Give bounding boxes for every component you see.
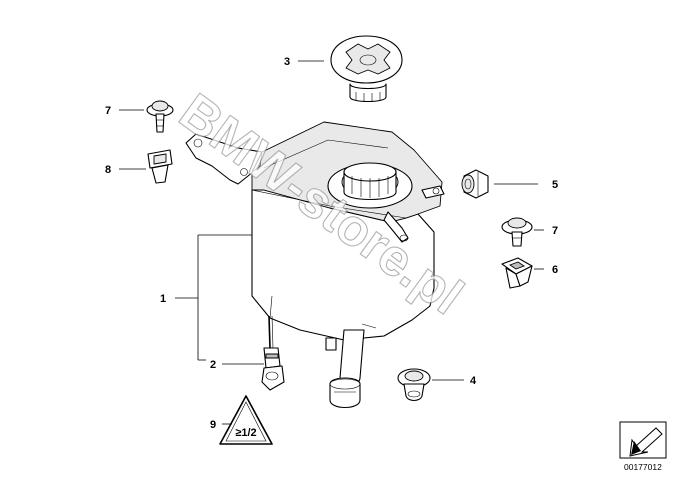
part-8-clip-nut[interactable] [147, 149, 173, 184]
warning-label-text: ≥1/2 [235, 427, 256, 439]
part-7-screw-right[interactable] [501, 217, 533, 247]
part-3-filler-cap[interactable] [330, 35, 403, 103]
leader-lines [119, 60, 544, 425]
callout-numbers: 3 7 8 5 7 6 1 2 4 9 [105, 56, 558, 431]
part-6-clip-nut[interactable] [501, 257, 533, 289]
callout-5: 5 [552, 179, 558, 191]
document-number: 00177012 [624, 462, 662, 472]
callout-9: 9 [210, 419, 216, 431]
part-7-screw-upper[interactable] [146, 100, 174, 133]
arrow-down-left-icon[interactable] [619, 421, 667, 459]
callout-7-right: 7 [552, 225, 558, 237]
callout-4: 4 [470, 375, 477, 387]
callout-7-upper: 7 [105, 105, 111, 117]
callout-1: 1 [160, 293, 166, 305]
callout-6: 6 [552, 264, 558, 276]
callout-8: 8 [105, 164, 111, 176]
callout-3: 3 [284, 56, 290, 68]
part-1-expansion-tank[interactable] [185, 121, 445, 409]
part-4-grommet[interactable] [397, 368, 431, 402]
part-9-warning-label[interactable]: ≥1/2 [219, 395, 273, 445]
callout-2: 2 [210, 359, 216, 371]
part-5-hose-connector[interactable] [461, 169, 489, 199]
part-2-level-sensor[interactable] [261, 315, 285, 391]
